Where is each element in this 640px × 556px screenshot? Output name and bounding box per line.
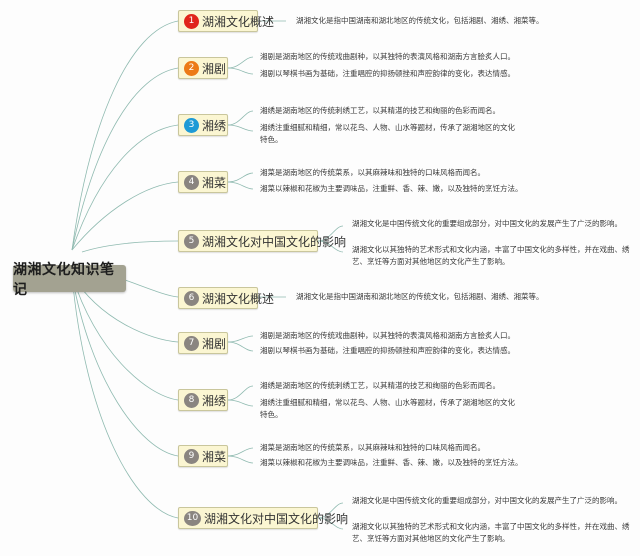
topic-title: 湘剧: [202, 61, 227, 76]
topic-title: 湘菜: [202, 175, 227, 190]
number-badge-icon: 6: [184, 290, 199, 306]
topic-8[interactable]: 8 湘绣: [178, 389, 228, 411]
topic-title: 湘剧: [202, 336, 227, 351]
number-badge-icon: 10: [184, 510, 201, 526]
detail-7-1: 湘剧是湖南地区的传统戏曲剧种，以其独特的表演风格和湖南方言脍炙人口。: [260, 331, 515, 340]
number-badge-icon: 1: [184, 13, 199, 29]
topic-title: 湖湘文化对中国文化的影响: [202, 234, 347, 249]
detail-6-1: 湖湘文化是指中国湖南和湖北地区的传统文化，包括湘剧、湘绣、湘菜等。: [296, 292, 544, 301]
detail-3-1: 湘绣是湖南地区的传统刺绣工艺，以其精湛的技艺和绚丽的色彩而闻名。: [260, 106, 500, 115]
topic-title: 湘菜: [202, 449, 227, 464]
topic-1[interactable]: 1 湖湘文化概述: [178, 10, 274, 32]
root-topic[interactable]: 湖湘文化知识笔记: [13, 262, 126, 298]
detail-7-2: 湘剧以琴棋书画为基础，注重唱腔的抑扬顿挫和声腔韵律的变化，表达情感。: [260, 346, 515, 355]
detail-4-1: 湘菜是湖南地区的传统菜系，以其麻辣味和独特的口味风格而闻名。: [260, 168, 485, 177]
number-badge-icon: 9: [184, 448, 199, 464]
topic-6[interactable]: 6 湖湘文化概述: [178, 287, 274, 309]
number-badge-icon: 8: [184, 392, 199, 408]
detail-5-2: 湖湘文化以其独特的艺术形式和文化内涵，丰富了中国文化的多样性，并在戏曲、绣艺、烹…: [352, 245, 630, 266]
number-badge-icon: 7: [184, 335, 199, 351]
topic-title: 湖湘文化对中国文化的影响: [204, 511, 349, 526]
number-badge-icon: 4: [184, 174, 199, 190]
topic-2[interactable]: 2 湘剧: [178, 57, 228, 79]
detail-8-1: 湘绣是湖南地区的传统刺绣工艺，以其精湛的技艺和绚丽的色彩而闻名。: [260, 381, 500, 390]
detail-10-1: 湖湘文化是中国传统文化的重要组成部分，对中国文化的发展产生了广泛的影响。: [352, 496, 622, 505]
number-badge-icon: 5: [184, 233, 199, 249]
topic-3[interactable]: 3 湘绣: [178, 114, 228, 136]
detail-9-1: 湘菜是湖南地区的传统菜系，以其麻辣味和独特的口味风格而闻名。: [260, 443, 485, 452]
detail-10-2: 湖湘文化以其独特的艺术形式和文化内涵，丰富了中国文化的多样性，并在戏曲、绣艺、烹…: [352, 522, 630, 543]
detail-2-2: 湘剧以琴棋书画为基础，注重唱腔的抑扬顿挫和声腔韵律的变化，表达情感。: [260, 69, 515, 78]
topic-title: 湖湘文化概述: [202, 14, 275, 29]
number-badge-icon: 2: [184, 60, 199, 76]
topic-7[interactable]: 7 湘剧: [178, 332, 228, 354]
root-title: 湖湘文化知识笔记: [13, 261, 115, 298]
topic-9[interactable]: 9 湘菜: [178, 445, 228, 467]
detail-1-1: 湖湘文化是指中国湖南和湖北地区的传统文化，包括湘剧、湘绣、湘菜等。: [296, 16, 544, 25]
topic-10[interactable]: 10 湖湘文化对中国文化的影响: [178, 507, 348, 529]
detail-9-2: 湘菜以辣椒和花椒为主要调味品，注重鲜、香、辣、嫩，以及独特的烹饪方法。: [260, 458, 523, 467]
topic-title: 湖湘文化概述: [202, 291, 275, 306]
detail-2-1: 湘剧是湖南地区的传统戏曲剧种，以其独特的表演风格和湖南方言脍炙人口。: [260, 52, 515, 61]
detail-4-2: 湘菜以辣椒和花椒为主要调味品，注重鲜、香、辣、嫩，以及独特的烹饪方法。: [260, 184, 523, 193]
topic-4[interactable]: 4 湘菜: [178, 171, 228, 193]
detail-5-1: 湖湘文化是中国传统文化的重要组成部分，对中国文化的发展产生了广泛的影响。: [352, 219, 622, 228]
topic-title: 湘绣: [202, 393, 227, 408]
number-badge-icon: 3: [184, 117, 199, 133]
detail-8-2: 湘绣注重细腻和精细，常以花鸟、人物、山水等题材，传承了湖湘地区的文化特色。: [260, 398, 515, 419]
topic-title: 湘绣: [202, 118, 227, 133]
detail-3-2: 湘绣注重细腻和精细，常以花鸟、人物、山水等题材，传承了湖湘地区的文化特色。: [260, 123, 515, 144]
topic-5[interactable]: 5 湖湘文化对中国文化的影响: [178, 230, 346, 252]
